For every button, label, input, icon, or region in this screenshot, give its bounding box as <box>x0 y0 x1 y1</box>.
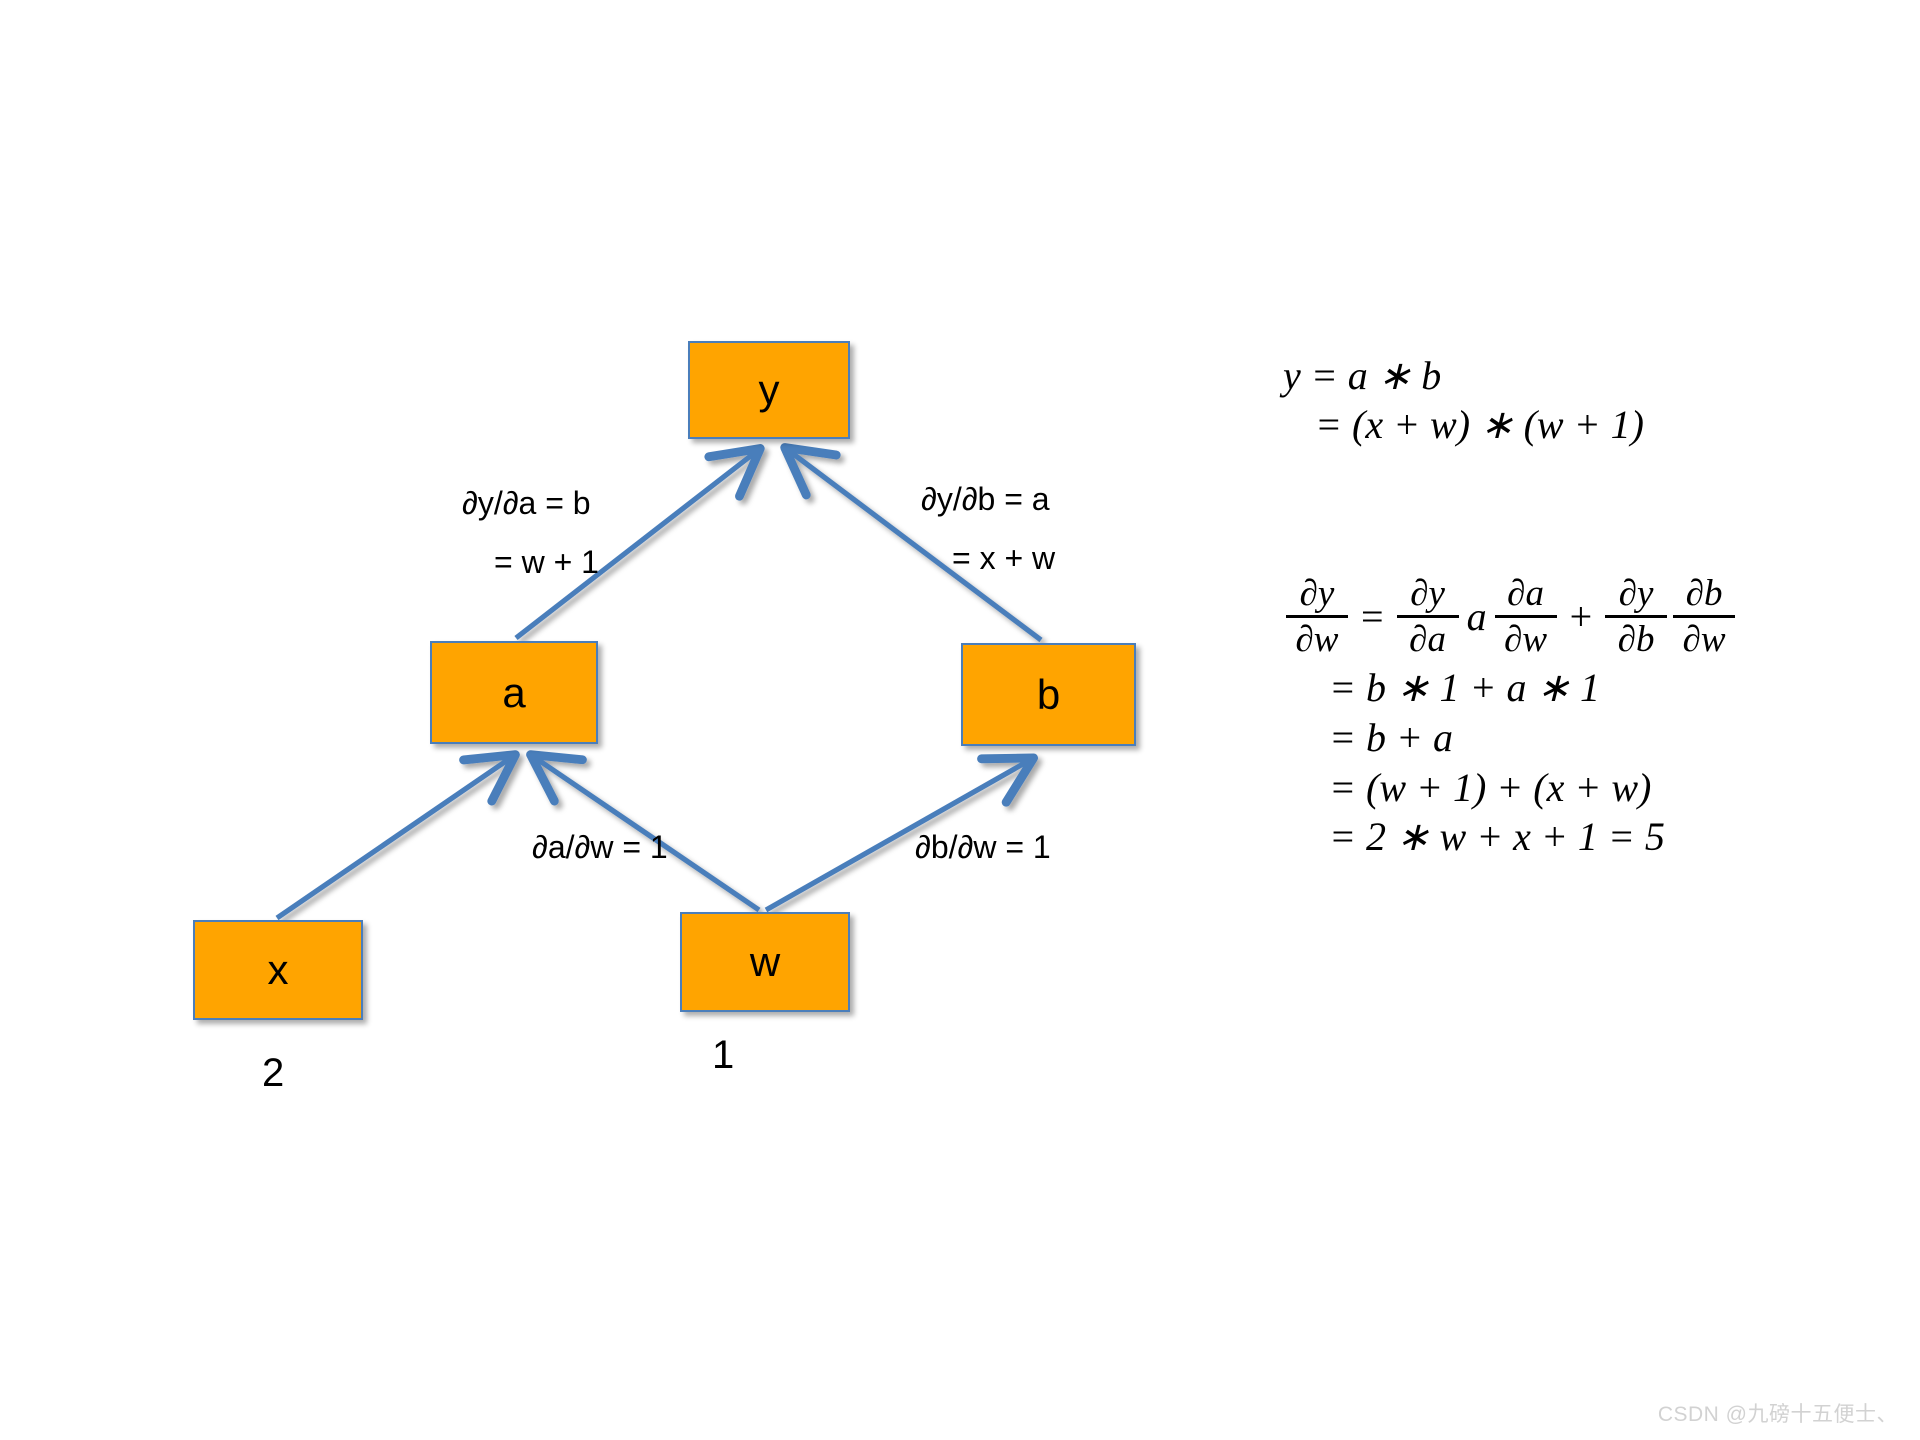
fraction-da-dw: ∂a ∂w <box>1494 573 1557 661</box>
equation-forward-line2: = (x + w) ∗ (w + 1) <box>1315 401 1644 447</box>
edge-label-da-dw: ∂a/∂w = 1 <box>532 829 668 865</box>
edge-label-dy-da-value: = w + 1 <box>494 544 599 580</box>
fraction-da-dw-numerator: ∂a <box>1507 573 1544 614</box>
graph-node-x-label: x <box>267 946 289 993</box>
plus-sign: + <box>1569 594 1593 640</box>
equation-block-chain-rule: ∂y ∂w = ∂y ∂a a ∂a ∂w + <box>1283 574 1738 862</box>
chain-rule-row: ∂y ∂w = ∂y ∂a a ∂a ∂w + <box>1283 574 1738 659</box>
fraction-dy-da-numerator: ∂y <box>1410 573 1445 614</box>
fraction-bar <box>1673 615 1736 619</box>
fraction-dy-db-denominator: ∂b <box>1617 619 1655 661</box>
equation-forward-line1: y = a ∗ b <box>1283 353 1442 398</box>
fraction-dy-db-numerator: ∂y <box>1618 573 1654 614</box>
edge-label-dy-db: ∂y/∂b = a <box>921 481 1050 517</box>
fraction-dy-dw: ∂y ∂w <box>1286 574 1348 659</box>
graph-node-y[interactable]: y <box>688 341 850 439</box>
fraction-dy-db: ∂y ∂b <box>1605 573 1668 661</box>
fraction-dy-da: ∂y ∂a <box>1396 573 1459 661</box>
graph-node-y-label: y <box>758 366 780 413</box>
graph-node-a[interactable]: a <box>430 641 598 744</box>
fraction-bar <box>1396 615 1459 619</box>
fraction-bar <box>1286 615 1348 619</box>
edge-label-dy-db-value: = x + w <box>952 540 1056 576</box>
edge-x-to-a <box>275 750 520 921</box>
graph-node-a-label: a <box>502 668 526 716</box>
equals-sign: = <box>1361 594 1384 640</box>
fraction-da-dw-denominator: ∂w <box>1504 619 1548 661</box>
node-value-x: 2 <box>262 1051 285 1095</box>
graph-node-x[interactable]: x <box>193 920 363 1020</box>
chain-rule-variable-a: a <box>1466 594 1487 640</box>
fraction-dy-dw-numerator: ∂y <box>1299 573 1335 614</box>
fraction-bar <box>1494 615 1557 619</box>
graph-node-b-label: b <box>1036 670 1061 718</box>
fraction-dy-da-denominator: ∂a <box>1409 619 1446 661</box>
csdn-watermark: CSDN @九磅十五便士、 <box>1657 1403 1898 1426</box>
fraction-db-dw: ∂b ∂w <box>1673 573 1736 661</box>
equation-block-forward: y = a ∗ b = (x + w) ∗ (w + 1) <box>1283 352 1644 450</box>
fraction-db-dw-denominator: ∂w <box>1682 619 1726 661</box>
chain-rule-steps: = b ∗ 1 + a ∗ 1 = b + a = (w + 1) + (x +… <box>1329 663 1738 861</box>
chain-rule-step-2: = b + a <box>1329 715 1453 761</box>
edge-label-db-dw: ∂b/∂w = 1 <box>915 829 1051 865</box>
chain-rule-step-4: = 2 ∗ w + x + 1 = 5 <box>1329 814 1665 860</box>
fraction-db-dw-numerator: ∂b <box>1685 573 1723 614</box>
edge-label-dy-da: ∂y/∂a = b <box>462 485 591 521</box>
graph-node-w-label: w <box>749 938 781 985</box>
graph-node-w[interactable]: w <box>680 912 850 1012</box>
node-value-w: 1 <box>712 1033 735 1077</box>
graph-node-b[interactable]: b <box>961 643 1136 746</box>
fraction-dy-dw-denominator: ∂w <box>1295 619 1339 661</box>
fraction-bar <box>1605 615 1668 619</box>
chain-rule-step-3: = (w + 1) + (x + w) <box>1329 764 1652 810</box>
chain-rule-step-1: = b ∗ 1 + a ∗ 1 <box>1329 665 1601 711</box>
